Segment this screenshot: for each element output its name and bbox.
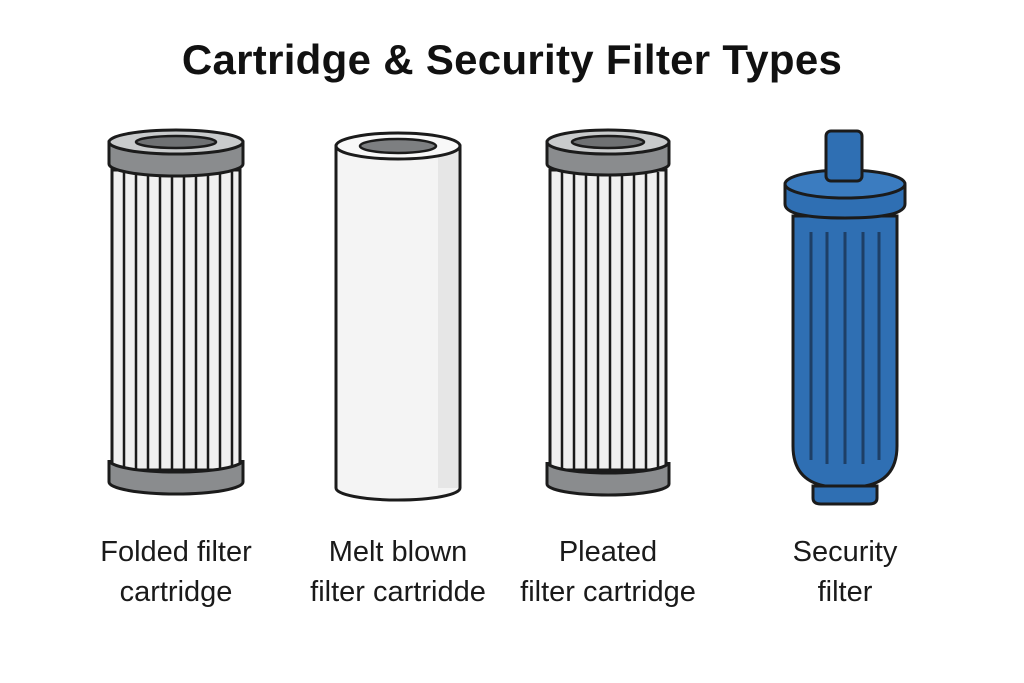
folded-filter-cartridge-icon xyxy=(107,128,245,496)
security-filter-icon xyxy=(783,129,907,506)
pleated-filter-cartridge-icon xyxy=(545,128,671,497)
filter-label: Security filter xyxy=(792,536,898,608)
filter-label: Pleated filter cartridge xyxy=(520,536,696,608)
filter-label: Folded filter cartridge xyxy=(100,536,252,608)
melt-blown-filter-cartridge-icon xyxy=(334,131,462,502)
page-title: Cartridge & Security Filter Types xyxy=(181,36,843,83)
filter-label: Melt blown filter cartridde xyxy=(310,536,486,608)
